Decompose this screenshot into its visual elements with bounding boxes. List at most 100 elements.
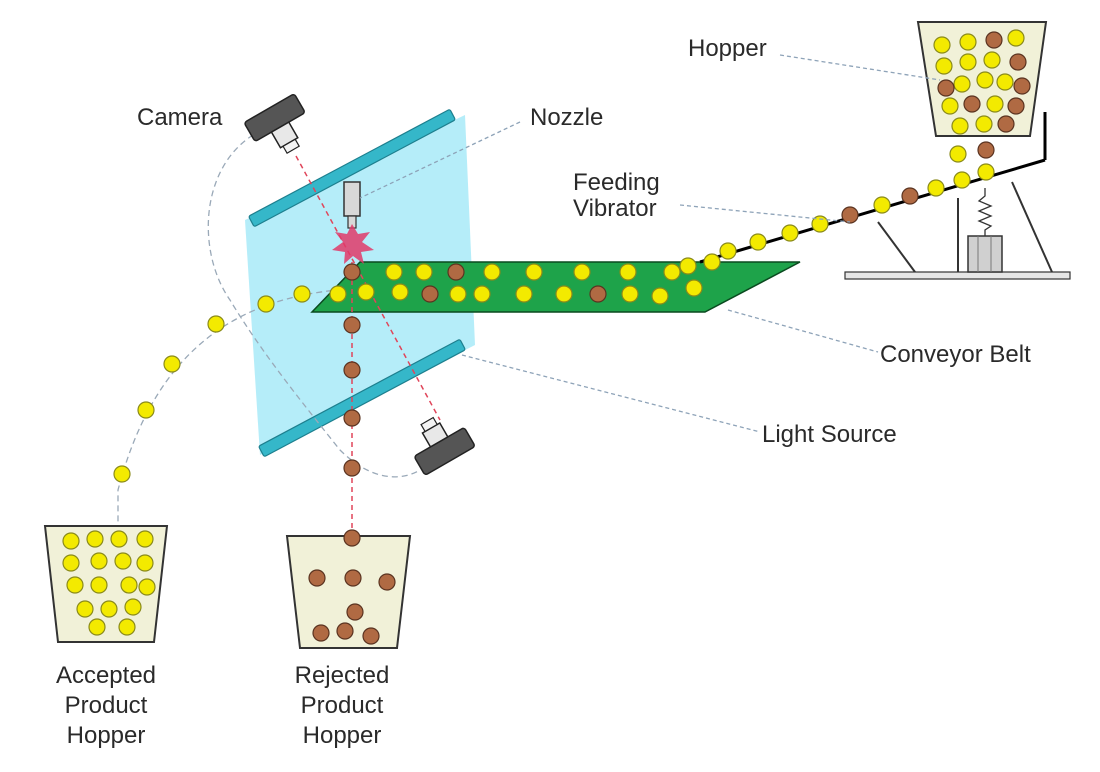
product — [963, 95, 981, 113]
product — [346, 603, 364, 621]
accepted-hopper-label-line-1: Accepted — [56, 662, 156, 689]
conveyor-belt-leader — [727, 309, 879, 353]
product — [343, 459, 361, 477]
product — [473, 285, 491, 303]
rejected-hopper-label-line-3: Hopper — [303, 722, 382, 749]
product — [719, 242, 737, 260]
accepted-hopper-label-line-3: Hopper — [67, 722, 146, 749]
vibrator-motor — [967, 235, 1003, 273]
product — [651, 287, 669, 305]
product — [66, 576, 84, 594]
feeding-vibrator-label-line-1: Feeding — [573, 169, 660, 196]
product — [901, 187, 919, 205]
product — [953, 171, 971, 189]
conveyor-belt — [310, 261, 801, 313]
product — [308, 569, 326, 587]
product — [90, 552, 108, 570]
product — [415, 263, 433, 281]
product — [378, 573, 396, 591]
product — [1009, 53, 1027, 71]
product — [703, 253, 721, 271]
product — [88, 618, 106, 636]
products — [62, 29, 1031, 645]
product — [100, 600, 118, 618]
hopper-label: Hopper — [688, 35, 767, 62]
camera-label: Camera — [137, 104, 223, 131]
product — [515, 285, 533, 303]
product — [685, 279, 703, 297]
product — [138, 578, 156, 596]
product — [977, 163, 995, 181]
product — [120, 576, 138, 594]
product — [873, 196, 891, 214]
product — [983, 51, 1001, 69]
nozzle-leader — [359, 121, 521, 199]
product — [841, 206, 859, 224]
product — [336, 622, 354, 640]
product — [421, 285, 439, 303]
air-jet-burst-icon — [332, 224, 374, 264]
product — [937, 79, 955, 97]
product — [114, 552, 132, 570]
product — [811, 215, 829, 233]
product — [986, 95, 1004, 113]
product — [110, 530, 128, 548]
product — [781, 224, 799, 242]
product — [949, 145, 967, 163]
light-source-frame-top — [248, 109, 456, 227]
hopper-leader — [779, 54, 941, 81]
product — [357, 283, 375, 301]
product — [976, 71, 994, 89]
product — [953, 75, 971, 93]
product — [207, 315, 225, 333]
product — [362, 627, 380, 645]
product — [959, 53, 977, 71]
vibrator-leg-left — [877, 221, 916, 273]
product — [663, 263, 681, 281]
product — [136, 554, 154, 572]
product — [124, 598, 142, 616]
product — [483, 263, 501, 281]
product — [113, 465, 131, 483]
camera-icon — [244, 93, 305, 154]
product — [447, 263, 465, 281]
product — [977, 141, 995, 159]
product — [62, 532, 80, 550]
product — [343, 263, 361, 281]
accepted-hopper-label-line-2: Product — [65, 692, 148, 719]
product — [312, 624, 330, 642]
product — [293, 285, 311, 303]
product — [1007, 97, 1025, 115]
product — [329, 285, 347, 303]
product — [343, 529, 361, 547]
product — [959, 33, 977, 51]
product — [679, 257, 697, 275]
product — [90, 576, 108, 594]
vibrator-leg-right — [1011, 181, 1053, 273]
camera-cable-top — [207, 129, 421, 478]
product — [344, 569, 362, 587]
product — [941, 97, 959, 115]
feeding-vibrator-label-line-2: Vibrator — [573, 195, 657, 222]
product — [933, 36, 951, 54]
product — [136, 530, 154, 548]
conveyor-belt-label: Conveyor Belt — [880, 341, 1031, 368]
product — [76, 600, 94, 618]
product — [975, 115, 993, 133]
product — [385, 263, 403, 281]
spring-icon — [977, 188, 993, 236]
accepted-trajectory-line — [117, 287, 373, 525]
feeding-vibrator-leader — [679, 204, 851, 223]
light-source-label: Light Source — [762, 421, 897, 448]
product — [257, 295, 275, 313]
product — [525, 263, 543, 281]
product — [343, 409, 361, 427]
product — [1013, 77, 1031, 95]
vibrator-base — [844, 271, 1071, 280]
product — [391, 283, 409, 301]
product — [619, 263, 637, 281]
nozzle-label: Nozzle — [530, 104, 603, 131]
camera-icon — [414, 416, 475, 476]
product — [343, 316, 361, 334]
